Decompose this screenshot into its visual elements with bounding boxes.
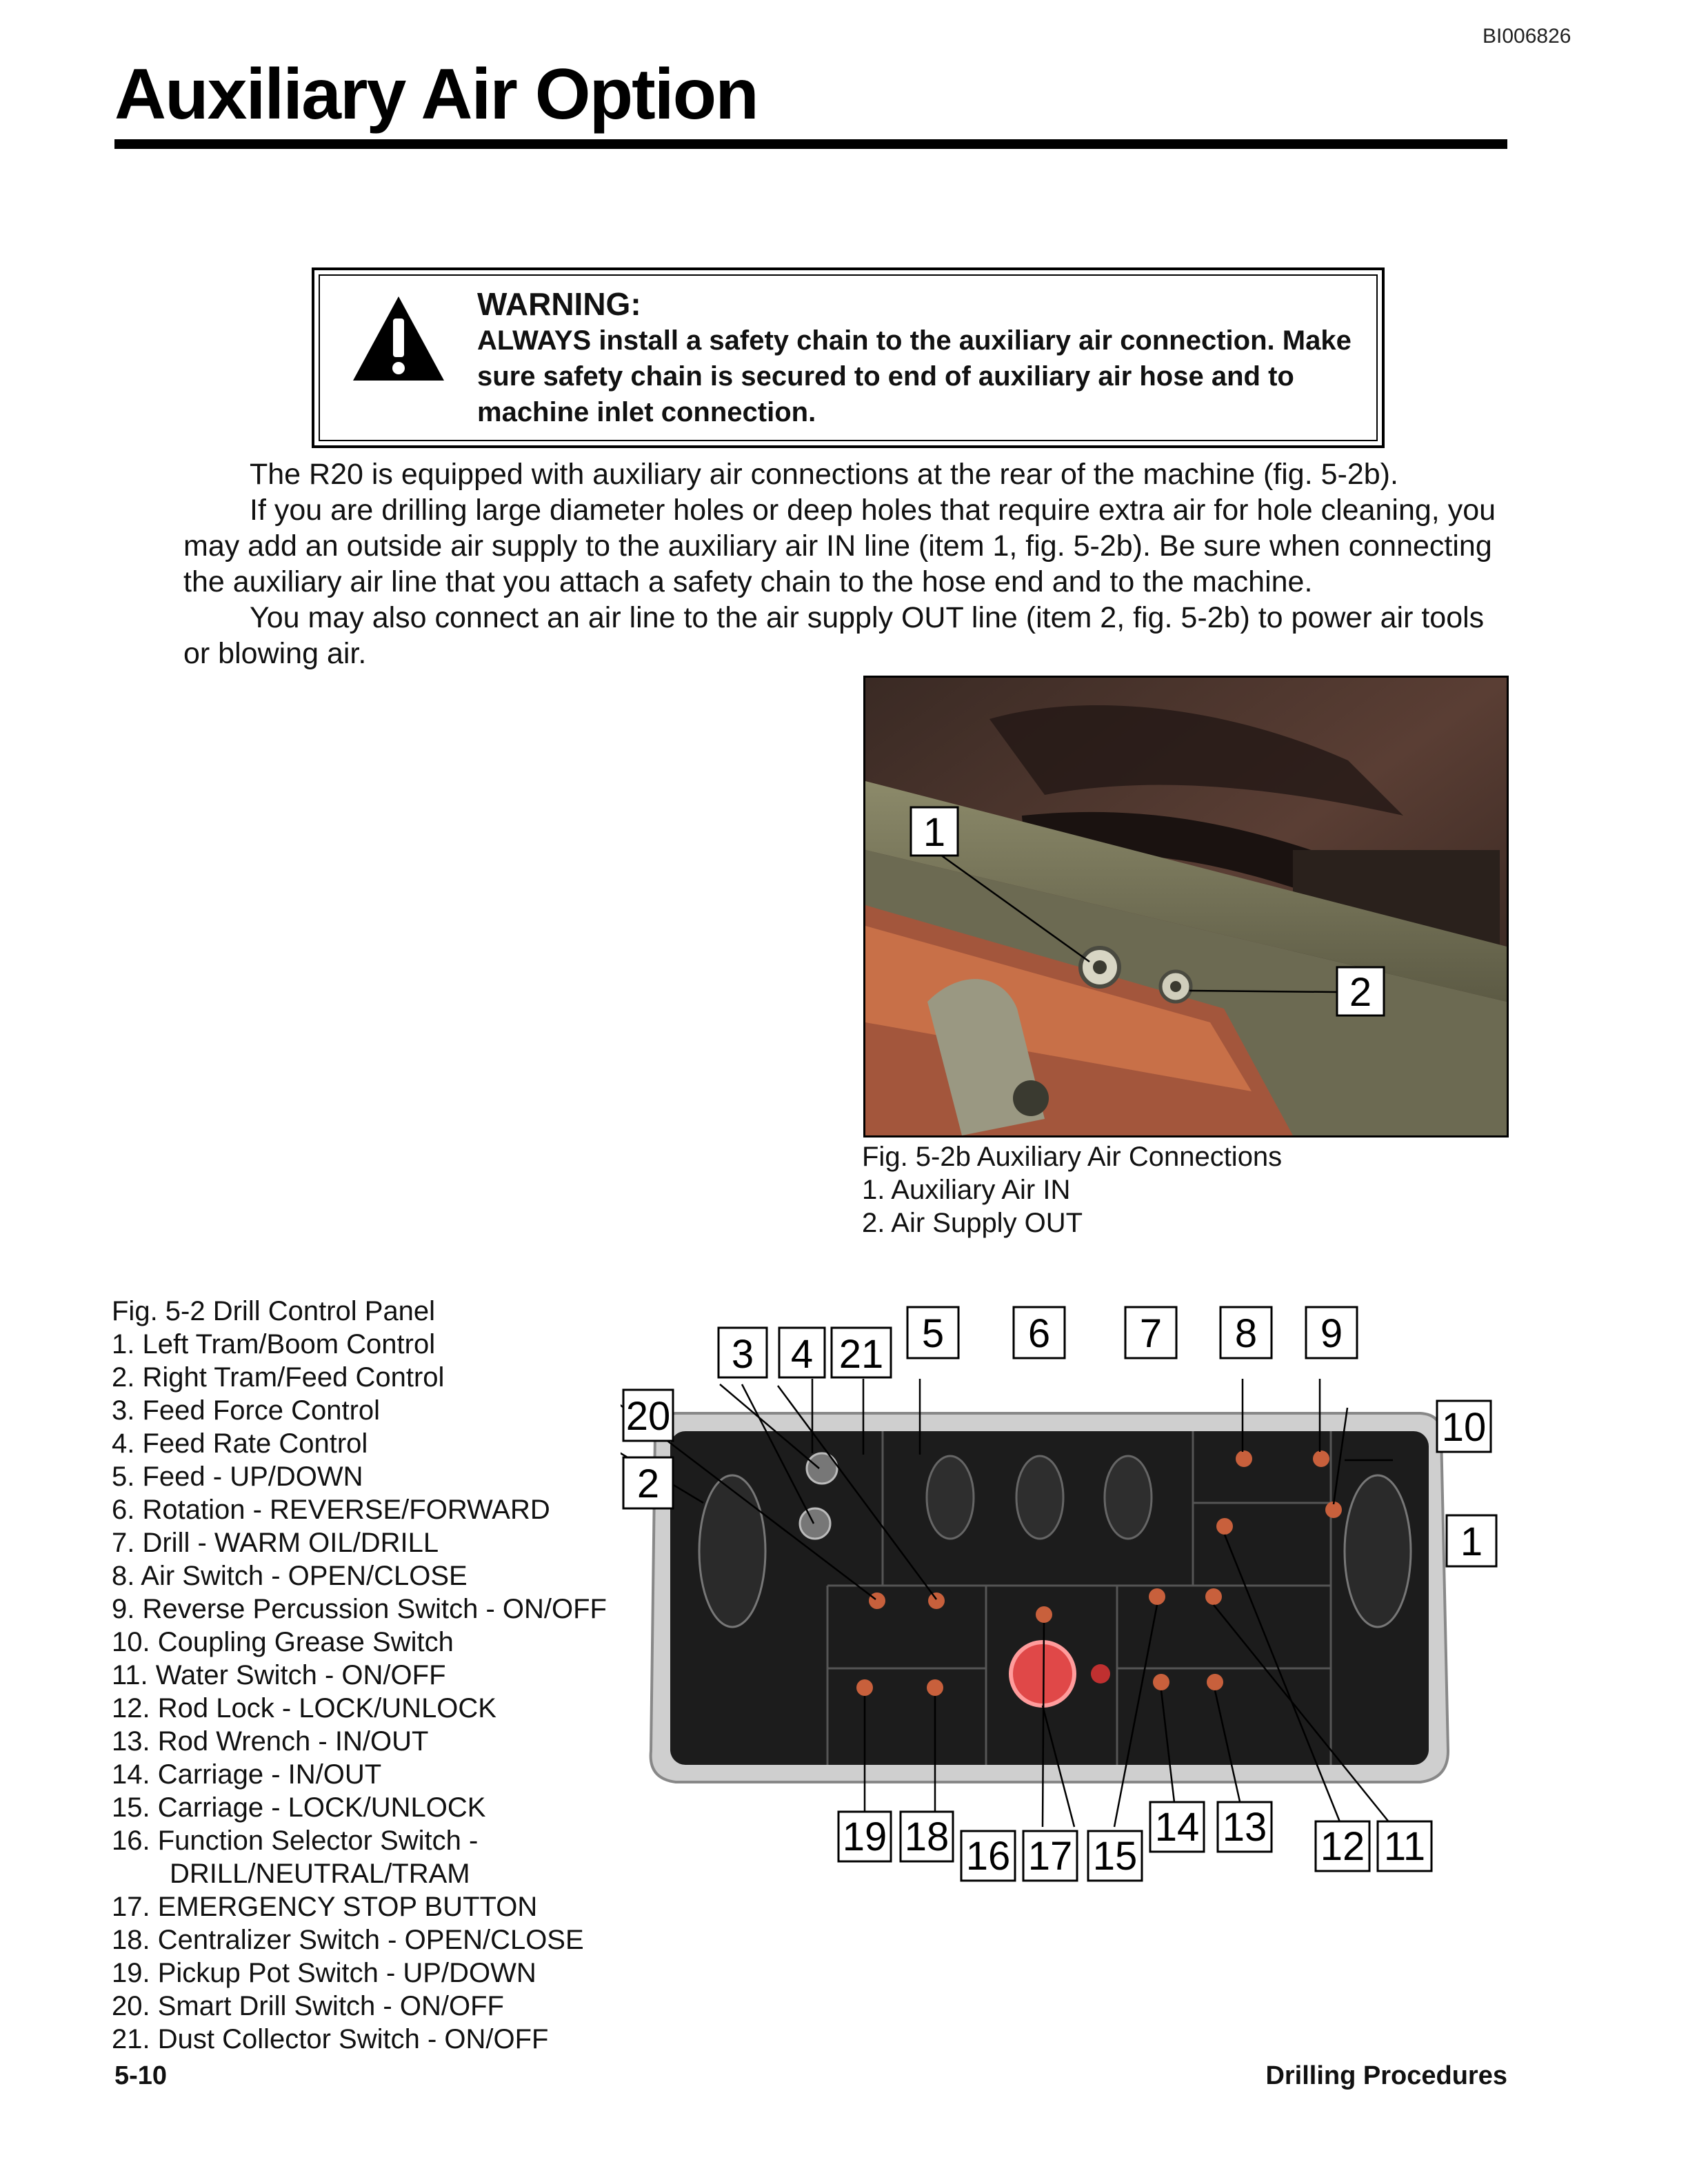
callout-9: 9 <box>1320 1311 1343 1356</box>
list-item: 7. Drill - WARM OIL/DRILL <box>112 1528 439 1558</box>
callout-20: 20 <box>626 1394 671 1439</box>
callout-10: 10 <box>1442 1405 1487 1450</box>
list-item: 2. Air Supply OUT <box>862 1208 1083 1238</box>
list-item: 11. Water Switch - ON/OFF <box>112 1660 446 1690</box>
section-name: Drilling Procedures <box>1265 2061 1507 2090</box>
callout-14: 14 <box>1155 1805 1200 1850</box>
list-item: 3. Feed Force Control <box>112 1395 381 1426</box>
warning-box: WARNING: ALWAYS install a safety chain t… <box>312 267 1385 448</box>
callout-15: 15 <box>1093 1834 1138 1879</box>
fig-5-2-caption: Fig. 5-2 Drill Control Panel 1. Left Tra… <box>112 1295 636 2056</box>
list-item: 12. Rod Lock - LOCK/UNLOCK <box>112 1693 496 1723</box>
callout-18: 18 <box>905 1814 950 1859</box>
list-item: 2. Right Tram/Feed Control <box>112 1362 445 1393</box>
fig-5-2b-title: Fig. 5-2b Auxiliary Air Connections <box>862 1142 1283 1172</box>
callout-3: 3 <box>732 1332 754 1377</box>
callout-11: 11 <box>1384 1824 1425 1869</box>
list-item-continuation: DRILL/NEUTRAL/TRAM <box>170 1859 470 1889</box>
callout-7: 7 <box>1140 1311 1162 1356</box>
callout-21: 21 <box>839 1332 884 1377</box>
fig-5-2-title: Fig. 5-2 Drill Control Panel <box>112 1296 436 1326</box>
callout-12: 12 <box>1320 1824 1365 1869</box>
callout-19: 19 <box>843 1814 887 1859</box>
callout-4: 4 <box>791 1332 813 1377</box>
list-item: 13. Rod Wrench - IN/OUT <box>112 1726 429 1757</box>
photo-callout-1: 1 <box>923 810 945 855</box>
list-item: 1. Left Tram/Boom Control <box>112 1329 436 1359</box>
fig-5-2b-list: 1. Auxiliary Air IN 2. Air Supply OUT <box>862 1173 1282 1240</box>
paragraph-2: If you are drilling large diameter holes… <box>183 494 1496 598</box>
paragraph-1: The R20 is equipped with auxiliary air c… <box>250 458 1398 491</box>
paragraph-3: You may also connect an air line to the … <box>183 601 1485 670</box>
list-item: 5. Feed - UP/DOWN <box>112 1462 363 1492</box>
callout-6: 6 <box>1028 1311 1050 1356</box>
callout-17: 17 <box>1028 1834 1073 1879</box>
body-text: The R20 is equipped with auxiliary air c… <box>183 456 1500 671</box>
document-id: BI006826 <box>1483 25 1571 48</box>
list-item: 4. Feed Rate Control <box>112 1428 368 1459</box>
fig-5-2-list: 1. Left Tram/Boom Control 2. Right Tram/… <box>112 1328 636 2056</box>
list-item: 19. Pickup Pot Switch - UP/DOWN <box>112 1958 536 1988</box>
callout-2: 2 <box>637 1462 659 1506</box>
list-item: 15. Carriage - LOCK/UNLOCK <box>112 1792 486 1823</box>
list-item: 17. EMERGENCY STOP BUTTON <box>112 1892 538 1922</box>
list-item: 10. Coupling Grease Switch <box>112 1627 454 1657</box>
list-item: 16. Function Selector Switch - <box>112 1826 479 1856</box>
list-item: 6. Rotation - REVERSE/FORWARD <box>112 1495 550 1525</box>
photo-callout-2: 2 <box>1349 970 1372 1015</box>
callout-16: 16 <box>966 1834 1011 1879</box>
list-item: 18. Centralizer Switch - OPEN/CLOSE <box>112 1925 584 1955</box>
drill-control-panel-figure: 3 <box>568 1296 1517 1889</box>
list-item: 8. Air Switch - OPEN/CLOSE <box>112 1561 468 1591</box>
page-number: 5-10 <box>114 2061 168 2090</box>
title-rule <box>114 139 1507 149</box>
page-title: Auxiliary Air Option <box>114 54 759 134</box>
auxiliary-air-photo: 1 2 <box>863 676 1509 1138</box>
list-item: 20. Smart Drill Switch - ON/OFF <box>112 1991 504 2021</box>
list-item: 1. Auxiliary Air IN <box>862 1175 1071 1205</box>
callout-13: 13 <box>1223 1805 1267 1850</box>
list-item: 9. Reverse Percussion Switch - ON/OFF <box>112 1594 607 1624</box>
callout-8: 8 <box>1235 1311 1257 1356</box>
callout-5: 5 <box>922 1311 944 1356</box>
callout-1: 1 <box>1460 1519 1483 1564</box>
list-item: 14. Carriage - IN/OUT <box>112 1759 382 1790</box>
fig-5-2b-caption: Fig. 5-2b Auxiliary Air Connections 1. A… <box>862 1140 1282 1240</box>
list-item: 21. Dust Collector Switch - ON/OFF <box>112 2024 549 2054</box>
